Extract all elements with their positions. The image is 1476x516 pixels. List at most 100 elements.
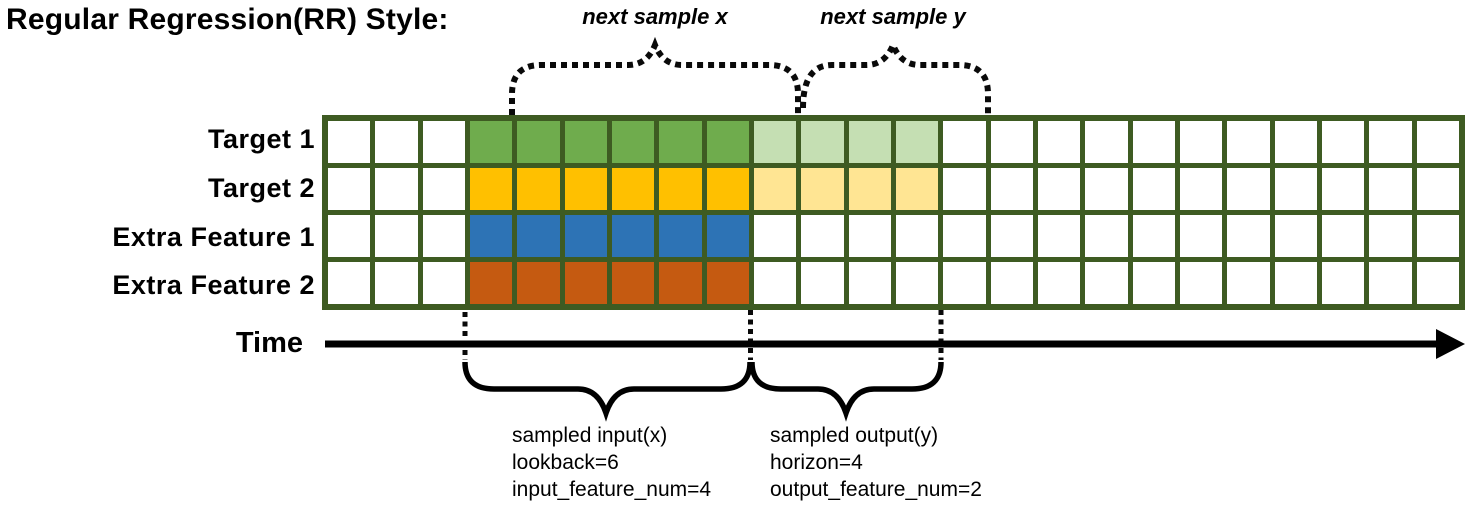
output-feature-num-value: output_feature_num=2 — [770, 478, 982, 501]
grid-cell — [375, 262, 418, 304]
grid-cell — [1227, 168, 1270, 210]
grid-cell — [517, 215, 560, 257]
grid-cell — [1321, 121, 1365, 163]
sampled-output-brace — [749, 361, 944, 422]
page-title: Regular Regression(RR) Style: — [6, 3, 449, 36]
grid-cell — [1132, 121, 1175, 163]
row-label: Extra Feature 2 — [112, 270, 315, 301]
grid-cell — [1369, 262, 1412, 304]
grid-cell — [1179, 121, 1223, 163]
grid-cell — [1416, 121, 1459, 163]
grid-cell — [1227, 262, 1270, 304]
grid-cell — [1085, 121, 1128, 163]
grid-cell — [1416, 168, 1459, 210]
grid-cell — [1085, 168, 1128, 210]
next-sample-x-brace — [509, 36, 801, 115]
grid-cell — [753, 121, 797, 163]
grid-cell — [1416, 262, 1459, 304]
grid-cell — [1179, 262, 1223, 304]
grid-cell — [895, 262, 939, 304]
grid-cell — [422, 262, 465, 304]
grid-cell — [422, 121, 465, 163]
grid-cell — [895, 168, 939, 210]
sampled-input-brace — [462, 361, 753, 422]
grid-cell — [328, 215, 371, 257]
grid-cell — [1037, 168, 1081, 210]
grid-cell — [706, 215, 749, 257]
grid-cell — [469, 121, 513, 163]
grid-cell — [1369, 215, 1412, 257]
grid-cell — [1274, 121, 1317, 163]
time-axis-arrowhead — [1436, 329, 1465, 359]
grid-cell — [517, 121, 560, 163]
grid-cell — [611, 215, 655, 257]
grid-cell — [1132, 262, 1175, 304]
grid-cell — [1227, 215, 1270, 257]
grid-cell — [659, 215, 702, 257]
grid-cell — [564, 168, 607, 210]
grid-cell — [1416, 215, 1459, 257]
grid-cell — [753, 215, 797, 257]
grid-cell — [895, 121, 939, 163]
next-sample-y-label: next sample y — [820, 4, 966, 29]
grid-cell — [848, 121, 891, 163]
grid-cell — [943, 262, 986, 304]
row-label: Target 1 — [207, 124, 315, 154]
grid-cell — [564, 215, 607, 257]
grid-cell — [375, 215, 418, 257]
grid-cell — [943, 168, 986, 210]
grid-cell — [848, 215, 891, 257]
grid-cell — [564, 121, 607, 163]
sampled-input-note: sampled input(x) lookback=6 input_featur… — [512, 422, 711, 503]
grid-cell — [706, 168, 749, 210]
input-feature-num-value: input_feature_num=4 — [512, 478, 712, 501]
grid-cell — [469, 215, 513, 257]
grid-cell — [1321, 262, 1365, 304]
grid-cell — [895, 215, 939, 257]
grid-cell — [1037, 121, 1081, 163]
grid-cell — [990, 121, 1033, 163]
grid-cell — [706, 262, 749, 304]
time-axis-label: Time — [235, 327, 303, 359]
grid-cell — [1132, 168, 1175, 210]
next-sample-x-label: next sample x — [582, 4, 728, 29]
grid-cell — [375, 168, 418, 210]
horizon-value: horizon=4 — [770, 451, 863, 474]
grid-cell — [659, 121, 702, 163]
grid-cell — [848, 168, 891, 210]
grid-cell — [1274, 262, 1317, 304]
grid-cell — [1274, 215, 1317, 257]
grid-cell — [801, 215, 844, 257]
grid-cell — [611, 121, 655, 163]
grid-cell — [1369, 121, 1412, 163]
grid-cell — [375, 121, 418, 163]
grid-cell — [1321, 215, 1365, 257]
grid-cell — [1274, 168, 1317, 210]
grid-cell — [848, 262, 891, 304]
grid-cell — [422, 215, 465, 257]
grid-cell — [469, 168, 513, 210]
sample-grid — [322, 115, 1465, 310]
grid-cell — [1132, 215, 1175, 257]
grid-cell — [1037, 262, 1081, 304]
grid-cell — [659, 262, 702, 304]
grid-cell — [990, 215, 1033, 257]
grid-cell — [422, 168, 465, 210]
grid-cell — [328, 121, 371, 163]
row-label: Target 2 — [207, 172, 315, 203]
grid-cell — [1085, 215, 1128, 257]
grid-cell — [753, 262, 797, 304]
grid-cell — [1037, 215, 1081, 257]
lookback-value: lookback=6 — [512, 451, 619, 474]
grid-cell — [1369, 168, 1412, 210]
grid-cell — [1179, 168, 1223, 210]
grid-cell — [801, 262, 844, 304]
grid-cell — [611, 168, 655, 210]
sampled-output-note: sampled output(y) horizon=4 output_featu… — [770, 422, 982, 503]
grid-cell — [990, 168, 1033, 210]
grid-cell — [517, 168, 560, 210]
grid-cell — [801, 168, 844, 210]
sampled-output-title: sampled output(y) — [770, 424, 939, 447]
grid-cell — [469, 262, 513, 304]
